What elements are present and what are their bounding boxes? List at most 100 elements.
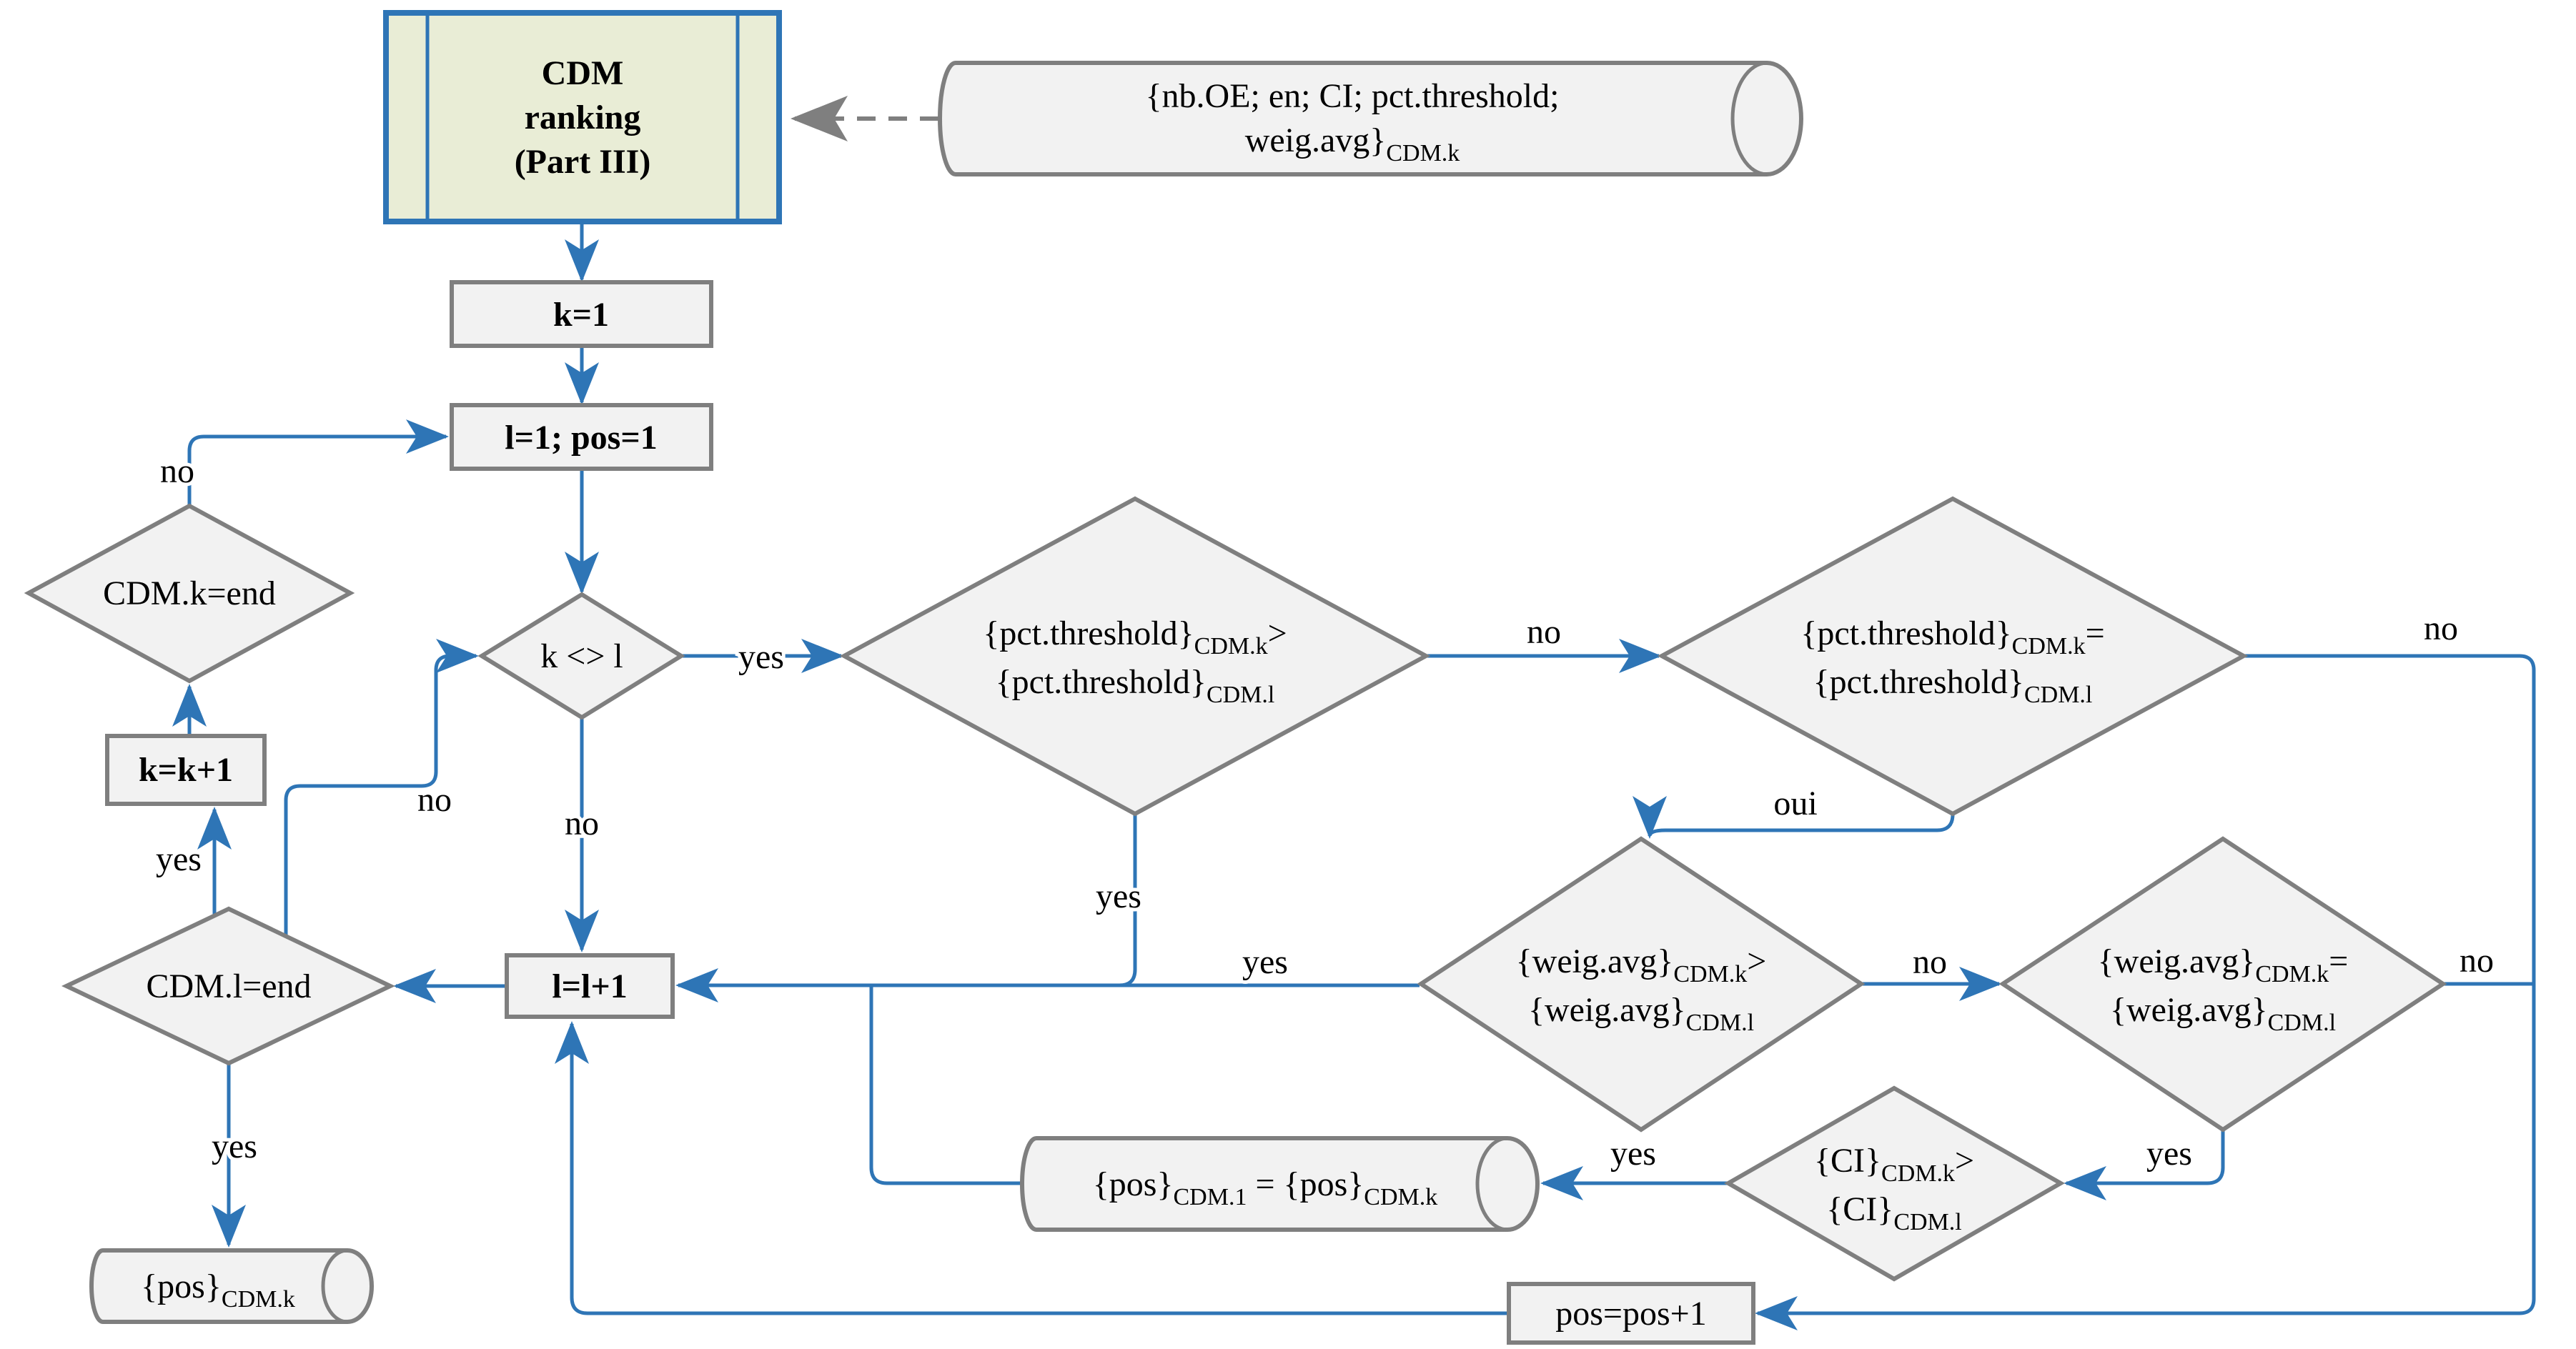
inc-l-rect [505,953,675,1019]
pct-gt-l1-main: {pct.threshold} [983,614,1194,652]
inc-k-text: k=k+1 [139,751,233,789]
ci-gt-line1: {CI}CDM.k> [1814,1142,1974,1187]
label-yes-ci: yes [1610,1135,1656,1173]
ci-gt-l1-op: > [1955,1142,1974,1180]
pos-output-sub: CDM.k [222,1286,295,1313]
edge-incpos-to-incl [555,1021,1507,1315]
pct-gt-diamond: {pct.threshold}CDM.k> {pct.threshold}CDM… [839,496,1431,817]
edge-posassign-to-incl [869,985,1022,1185]
weig-eq-l2-main: {weig.avg} [2110,991,2268,1029]
edge-pcteq-no-to-incpos [1755,654,2536,1330]
shapes: CDM ranking (Part III) {nb.OE; en; CI; p… [24,10,2447,1345]
ci-gt-l1-sub: CDM.k [1881,1160,1955,1187]
label-yes-weig-gt-exit: yes [1242,943,1288,981]
weig-gt-l1-op: > [1747,942,1766,980]
cdml-end-text: CDM.l=end [146,967,311,1005]
edge-weigeq-yes-to-ci [2064,1131,2225,1200]
pct-gt-shape [839,496,1431,817]
pct-eq-line2: {pct.threshold}CDM.l [1813,663,2093,708]
pct-eq-l2-main: {pct.threshold} [1813,663,2024,701]
label-no-cdml-end: no [417,781,452,819]
input-store-cylinder: {nb.OE; en; CI; pct.threshold; weig.avg}… [938,61,1803,176]
pct-gt-line1: {pct.threshold}CDM.k> [983,614,1287,659]
pct-gt-l2-sub: CDM.l [1207,682,1274,708]
input-store-text-line2: weig.avg}CDM.k [1245,121,1460,166]
weig-gt-line2: {weig.avg}CDM.l [1528,991,1754,1036]
cdml-end-diamond: CDM.l=end [61,906,395,1066]
pos-output-rim [321,1248,348,1324]
start-box-title-line1: CDM [542,54,624,92]
weig-eq-line2: {weig.avg}CDM.l [2110,991,2336,1036]
inc-k-rect [105,734,267,806]
label-oui-pct-eq: oui [1773,785,1817,822]
inc-pos-rect [1507,1282,1755,1345]
pos-output-cylinder: {pos}CDM.k [89,1248,374,1324]
inc-k-box: k=k+1 [105,734,267,806]
pos-assign-s2: CDM.k [1364,1184,1437,1210]
pos-assign-eq: = [1247,1165,1283,1203]
pos-assign-text: {pos}CDM.1 = {pos}CDM.k [1093,1165,1438,1210]
label-no-cdmk-end: no [160,452,194,490]
edge-labels: yes no no oui yes yes no no no yes yes n… [152,449,2497,1176]
weig-gt-l2-main: {weig.avg} [1528,991,1686,1029]
input-store-rim [1730,61,1768,176]
weig-gt-l1-sub: CDM.k [1673,961,1747,987]
cdmk-end-shape [24,503,355,684]
weig-gt-l1-main: {weig.avg} [1516,942,1674,980]
start-box-rect [383,10,782,224]
pct-eq-l1-sub: CDM.k [2012,633,2086,659]
edge-pctgt-yes-down [1119,815,1137,987]
pos-output-text: {pos}CDM.k [141,1268,295,1313]
init-l-rect [450,403,713,471]
pct-eq-diamond: {pct.threshold}CDM.k= {pct.threshold}CDM… [1657,496,2249,817]
init-k-box: k=1 [450,280,713,348]
label-no-weig-eq: no [2459,942,2494,980]
pct-eq-l1-op: = [2086,614,2105,652]
label-yes-weig-eq: yes [2146,1135,2192,1173]
pos-assign-rim [1475,1136,1508,1232]
weig-eq-l1-main: {weig.avg} [2098,942,2256,980]
pct-eq-l2-sub: CDM.l [2024,682,2092,708]
weig-gt-line1: {weig.avg}CDM.k> [1516,942,1767,987]
cdml-end-shape [61,906,395,1066]
ci-gt-line2: {CI}CDM.l [1826,1190,1962,1235]
weig-gt-diamond: {weig.avg}CDM.k> {weig.avg}CDM.l [1417,836,1866,1133]
edge-cdmkend-no-to-l1pos1 [187,419,449,504]
edge-pcteq-oui-to-weiggt [1633,795,1955,839]
label-yes-cdml-up: yes [156,840,202,878]
loop-check-shape [477,592,685,720]
label-yes-cdml-down: yes [212,1128,257,1165]
ci-gt-l2-main: {CI} [1826,1190,1893,1228]
pos-assign-cylinder: {pos}CDM.1 = {pos}CDM.k [1020,1136,1540,1232]
pct-gt-line2: {pct.threshold}CDM.l [996,663,1275,708]
input-store-line2-main: weig.avg} [1245,121,1387,159]
connectors [172,96,2536,1330]
pct-gt-l1-sub: CDM.k [1194,633,1268,659]
label-no-pct-gt: no [1527,613,1561,651]
inc-l-text: l=l+1 [552,967,627,1005]
label-no-pct-eq: no [2424,609,2458,647]
label-no-k-ne-l: no [565,805,599,842]
weig-eq-l1-op: = [2329,942,2348,980]
ci-gt-diamond: {CI}CDM.k> {CI}CDM.l [1723,1085,2066,1282]
pct-eq-l1-main: {pct.threshold} [1800,614,2011,652]
pct-eq-line1: {pct.threshold}CDM.k= [1800,614,2104,659]
loop-check-diamond: k <> l [477,592,685,720]
weig-eq-line1: {weig.avg}CDM.k= [2098,942,2349,987]
ci-gt-l2-sub: CDM.l [1893,1209,1961,1235]
pos-assign-p1: {pos} [1093,1165,1174,1203]
init-l-box: l=1; pos=1 [450,403,713,471]
pos-assign-s1: CDM.1 [1173,1184,1247,1210]
label-yes-k-ne-l: yes [738,638,784,676]
pct-gt-l1-op: > [1268,614,1287,652]
start-box: CDM ranking (Part III) [383,10,782,224]
cdmk-end-text: CDM.k=end [103,574,276,612]
label-yes-pct-gt: yes [1096,877,1141,915]
inc-l-box: l=l+1 [505,953,675,1019]
weig-eq-diamond: {weig.avg}CDM.k= {weig.avg}CDM.l [1998,836,2447,1133]
ci-gt-shape [1723,1085,2066,1282]
weig-eq-l1-sub: CDM.k [2255,961,2329,987]
inc-pos-text: pos=pos+1 [1555,1295,1707,1333]
weig-eq-l2-sub: CDM.l [2268,1010,2336,1036]
